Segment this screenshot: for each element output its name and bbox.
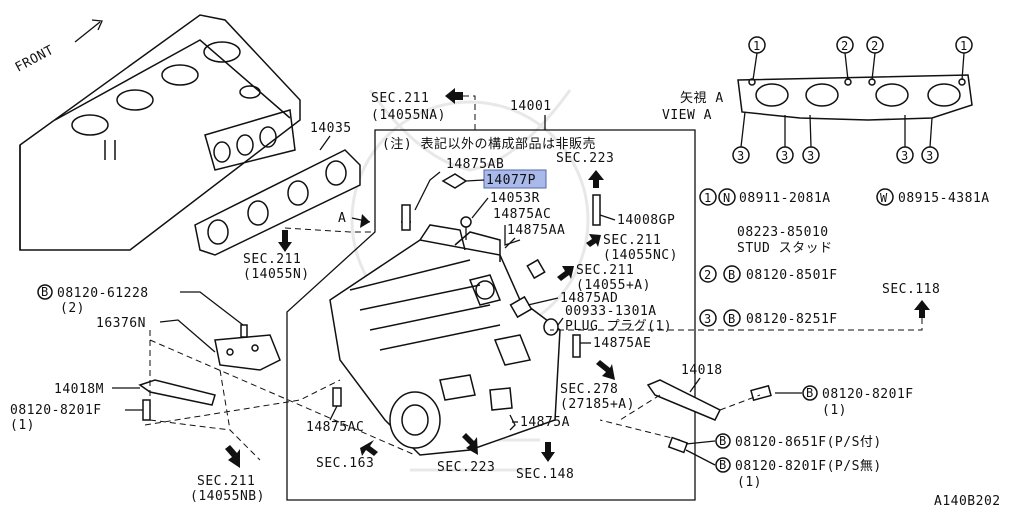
view-a-jp: 矢視 A bbox=[680, 91, 724, 106]
svg-text:1: 1 bbox=[960, 39, 967, 53]
gasket-14035: 14035 A bbox=[194, 121, 371, 256]
label-14875AA: 14875AA bbox=[507, 223, 565, 238]
part-14875AE-stud bbox=[572, 334, 581, 358]
front-label: FRONT bbox=[13, 43, 57, 76]
label-14875AC-top: 14875AC bbox=[493, 207, 551, 222]
bolt-08120-8201F-right-qty: (1) bbox=[822, 403, 847, 418]
bolt-08120-8201F-left: 08120-8201F bbox=[10, 403, 102, 418]
main-part-label: 14001 bbox=[510, 99, 552, 114]
left-brackets: 16376N 14018M 14018 bbox=[54, 316, 772, 461]
arrow-up-icon bbox=[588, 170, 604, 188]
label-14018: 14018 bbox=[681, 363, 723, 378]
label-14875AE: 14875AE bbox=[593, 336, 651, 351]
view-a-en: VIEW A bbox=[662, 108, 712, 123]
svg-text:B: B bbox=[719, 434, 726, 448]
sec148: SEC.148 bbox=[516, 467, 574, 482]
svg-text:B: B bbox=[806, 386, 813, 400]
bolt-callouts-left: B 08120-61228 (2) 08120-8201F (1) bbox=[10, 284, 244, 433]
sec211-nc-sub: (14055NC) bbox=[603, 248, 678, 263]
sec278: SEC.278 bbox=[560, 382, 618, 397]
bolt-08120-61228-qty: (2) bbox=[60, 301, 85, 316]
w-symbol-icon: W bbox=[880, 191, 888, 205]
svg-text:1: 1 bbox=[753, 39, 760, 53]
legend-08120-8251F: 08120-8251F bbox=[746, 312, 838, 327]
label-14018M: 14018M bbox=[54, 382, 104, 397]
intake-manifold bbox=[329, 224, 561, 456]
stud-14008GP bbox=[592, 194, 601, 226]
bolt-08120-8651F: 08120-8651F(P/S付) bbox=[735, 435, 882, 450]
sec211-top: SEC.211 bbox=[371, 91, 429, 106]
sec211-nb: SEC.211 bbox=[197, 474, 255, 489]
bolt-callouts-right: B 08120-8201F (1) B 08120-8651F(P/S付) B … bbox=[685, 385, 914, 490]
bolt-08120-8201F-ps: 08120-8201F(P/S無) bbox=[735, 459, 882, 474]
label-14053R: 14053R bbox=[490, 191, 540, 206]
svg-text:3: 3 bbox=[926, 149, 933, 163]
bolt-08120-8201F-left-qty: (1) bbox=[10, 418, 35, 433]
sec223-bottom: SEC.223 bbox=[437, 460, 495, 475]
fastener-legend: 1 N 08911-2081A W 08915-4381A 08223-8501… bbox=[699, 188, 990, 327]
sec211-n-sub: (14055N) bbox=[243, 267, 310, 282]
svg-text:1: 1 bbox=[704, 191, 711, 205]
section-references: SEC.211 (14055NA) SEC.223 SEC.211 (14055… bbox=[190, 88, 940, 504]
legend-08915-4381A: 08915-4381A bbox=[898, 191, 990, 206]
view-a-gasket: 矢視 A VIEW A 1 2 2 1 3 3 3 3 3 bbox=[662, 36, 973, 164]
bolt-08120-61228: 08120-61228 bbox=[57, 286, 149, 301]
legend-08120-8501F: 08120-8501F bbox=[746, 268, 838, 283]
svg-text:2: 2 bbox=[841, 39, 848, 53]
bracket-14018M bbox=[138, 379, 216, 406]
sec278-sub: (27185+A) bbox=[560, 397, 635, 412]
sec211-plus-a: SEC.211 bbox=[576, 263, 634, 278]
svg-text:3: 3 bbox=[901, 149, 908, 163]
small-parts bbox=[332, 169, 601, 431]
sec211-n: SEC.211 bbox=[243, 252, 301, 267]
svg-text:3: 3 bbox=[807, 149, 814, 163]
sec163: SEC.163 bbox=[316, 456, 374, 471]
label-16376N: 16376N bbox=[96, 316, 146, 331]
bracket-16376N bbox=[214, 334, 281, 371]
diagram-id: A140B202 bbox=[934, 494, 1001, 509]
front-indicator: FRONT bbox=[13, 19, 103, 76]
b-symbol-icon: B bbox=[41, 285, 48, 299]
label-00933-1301A: 00933-1301A bbox=[565, 304, 657, 319]
view-arrow-a-label: A bbox=[338, 211, 346, 226]
plug-00933 bbox=[543, 318, 559, 336]
svg-text:2: 2 bbox=[871, 39, 878, 53]
n-symbol-icon: N bbox=[723, 191, 730, 205]
note-not-sold: (注) 表記以外の構成部品は非販売 bbox=[382, 136, 596, 152]
sec211-nb-sub: (14055NB) bbox=[190, 489, 265, 504]
svg-text:3: 3 bbox=[781, 149, 788, 163]
svg-text:B: B bbox=[719, 458, 726, 472]
part-14035-label: 14035 bbox=[310, 121, 352, 136]
label-14008GP: 14008GP bbox=[617, 213, 675, 228]
bolt-08120-8201F-right: 08120-8201F bbox=[822, 387, 914, 402]
svg-text:3: 3 bbox=[704, 312, 711, 326]
sec223-top: SEC.223 bbox=[556, 151, 614, 166]
svg-text:3: 3 bbox=[737, 149, 744, 163]
sec211-nc: SEC.211 bbox=[603, 233, 661, 248]
sec118: SEC.118 bbox=[882, 282, 940, 297]
svg-text:2: 2 bbox=[704, 268, 711, 282]
label-14875AD: 14875AD bbox=[560, 291, 618, 306]
sec211-plus-a-sub: (14055+A) bbox=[576, 278, 651, 293]
label-14875AC-bottom: 14875AC bbox=[306, 420, 364, 435]
label-14875A: 14875A bbox=[520, 415, 570, 430]
label-14875AB: 14875AB bbox=[446, 157, 504, 172]
engine-block bbox=[19, 14, 301, 251]
bolt-08120-8201F-ps-qty: (1) bbox=[737, 475, 762, 490]
bracket-14018 bbox=[646, 379, 722, 421]
part-14875AB-gasket bbox=[441, 173, 468, 189]
arrow-left-icon bbox=[445, 88, 463, 104]
label-plug: PLUG プラグ(1) bbox=[565, 319, 672, 334]
legend-08223-85010: 08223-85010 bbox=[737, 225, 829, 240]
arrow-down-icon bbox=[278, 230, 292, 252]
svg-text:B: B bbox=[728, 312, 735, 326]
svg-text:B: B bbox=[728, 268, 735, 282]
sec211-top-sub: (14055NA) bbox=[371, 108, 446, 123]
legend-stud-label: STUD スタッド bbox=[737, 241, 833, 256]
label-14077P: 14077P bbox=[486, 173, 536, 188]
legend-08911-2081A: 08911-2081A bbox=[739, 191, 831, 206]
part-14077P-highlight bbox=[483, 169, 547, 189]
